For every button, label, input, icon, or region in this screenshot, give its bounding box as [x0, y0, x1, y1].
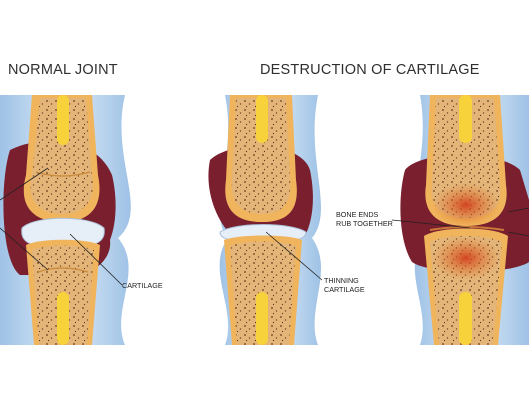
marrow [459, 95, 472, 143]
arthritic-joint [391, 95, 529, 345]
normal-joint-title: NORMAL JOINT [8, 62, 118, 78]
destruction-title: DESTRUCTION OF CARTILAGE [260, 62, 480, 78]
cartilage [21, 217, 105, 249]
bone-ends-line2: RUB TOGETHER [336, 219, 393, 228]
bone-ends-label: BONE ENDS RUB TOGETHER [336, 210, 393, 228]
thinning-joint [208, 95, 323, 345]
marrow [459, 292, 472, 345]
inflammation [432, 236, 500, 280]
thinning-cartilage-label: THINNING CARTILAGE [324, 276, 365, 294]
normal-joint [0, 95, 131, 345]
marrow [57, 95, 69, 145]
inflammation [432, 183, 500, 227]
thinning-label-line2: CARTILAGE [324, 285, 365, 294]
marrow [256, 292, 268, 345]
bone-ends-line1: BONE ENDS [336, 210, 379, 219]
thinning-label-line1: THINNING [324, 276, 359, 285]
marrow [57, 292, 69, 345]
cartilage-label: CARTILAGE [122, 281, 163, 290]
marrow [256, 95, 268, 143]
